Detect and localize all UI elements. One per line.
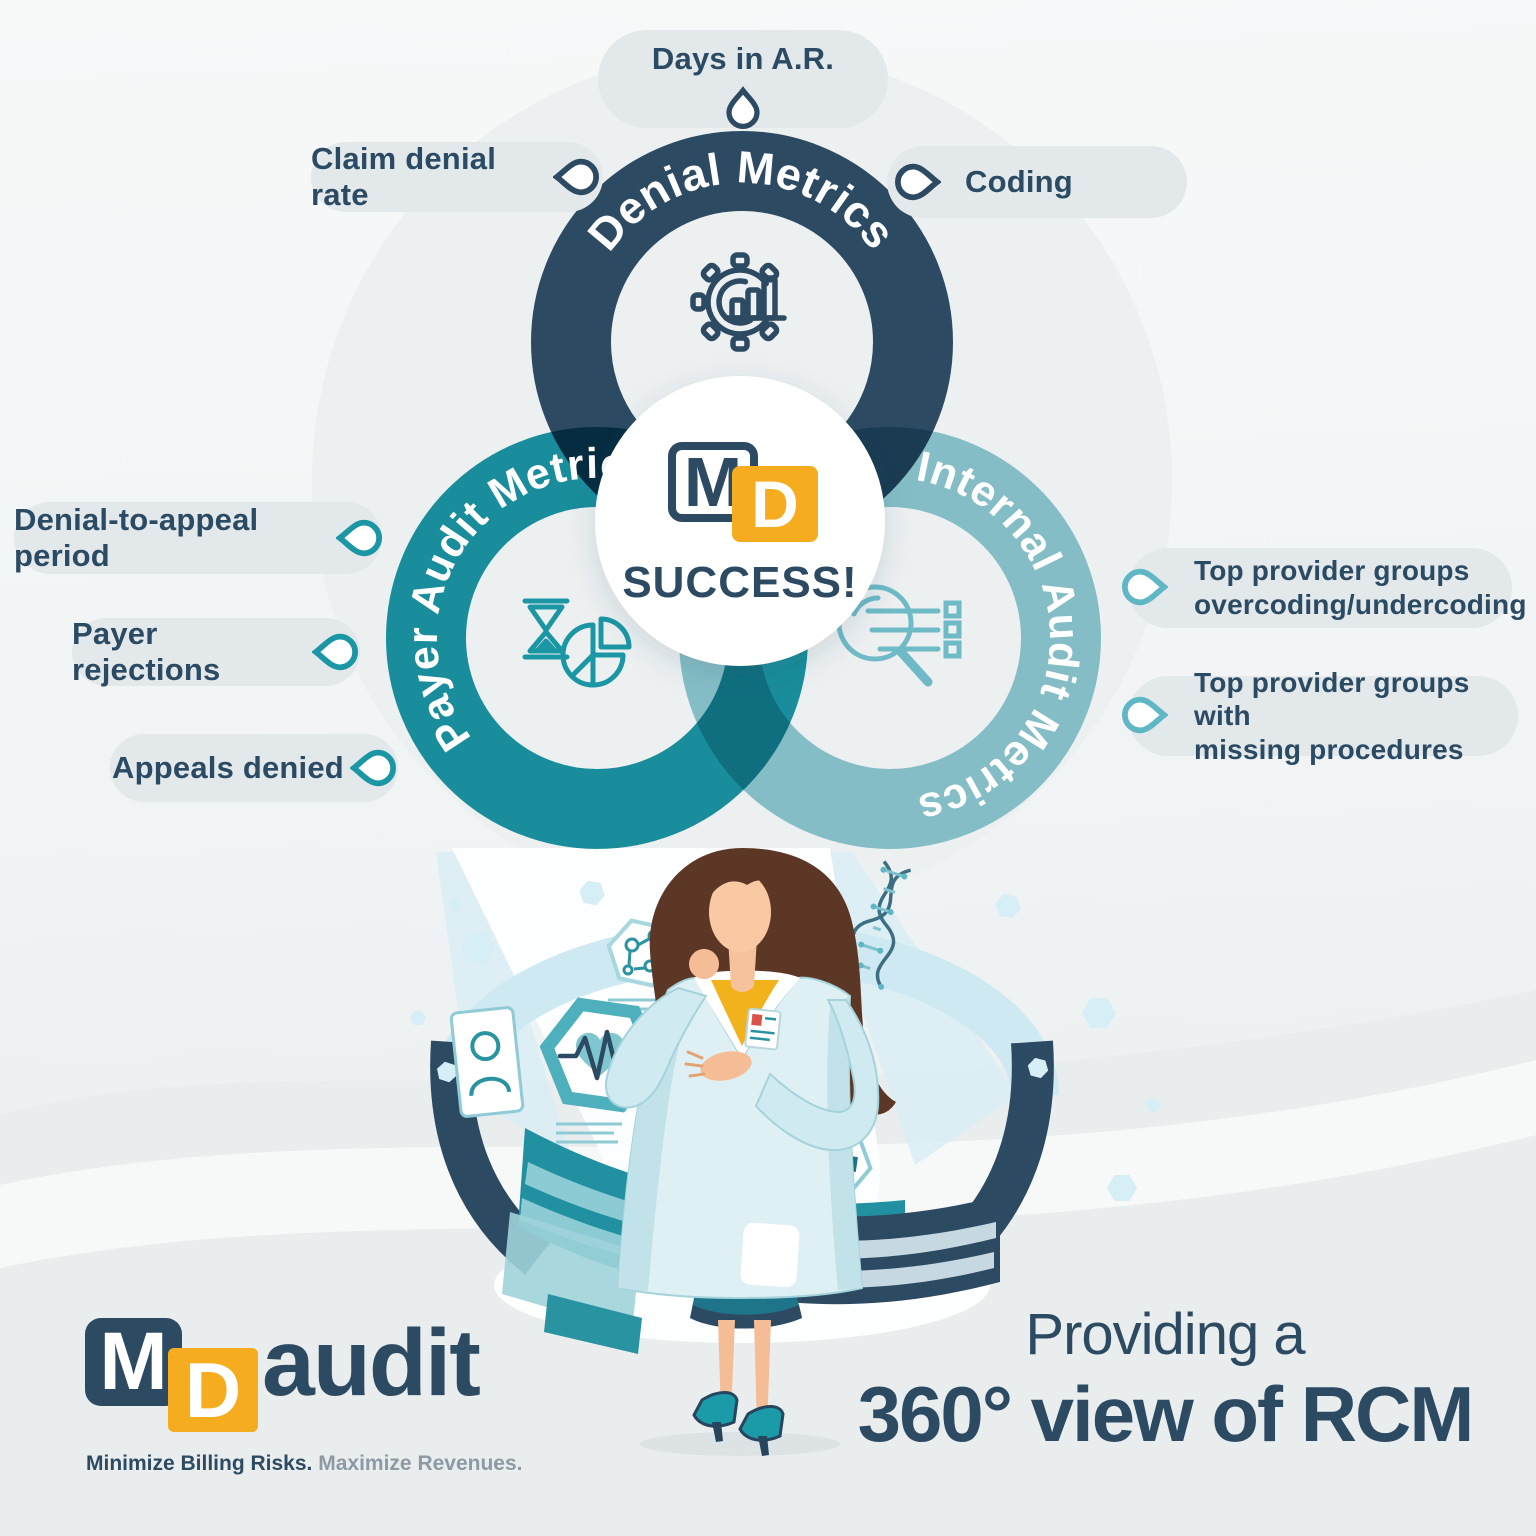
rcm-illustration bbox=[410, 848, 1161, 1456]
gear-bar-chart-icon bbox=[690, 252, 787, 352]
pill-top-missing-procedures-line1: Top provider groups with bbox=[1194, 666, 1470, 732]
shoe-left bbox=[692, 1391, 739, 1442]
pill-appeals-denied: Appeals denied bbox=[110, 734, 398, 802]
droplet-icon bbox=[1122, 692, 1168, 738]
patient-card-icon bbox=[449, 1006, 525, 1118]
footer-logo-suffix: audit bbox=[262, 1310, 481, 1416]
footer-logo-m-letter: M bbox=[99, 1316, 168, 1407]
tagline-bold: Minimize Billing Risks. bbox=[86, 1452, 313, 1475]
coat-pocket bbox=[740, 1222, 800, 1288]
tagline-light: Maximize Revenues. bbox=[318, 1452, 523, 1475]
shoe-right bbox=[738, 1405, 785, 1456]
footer-logo-m: M bbox=[85, 1316, 182, 1407]
dna-helix-icon bbox=[836, 860, 912, 990]
footer-logo-d: D bbox=[168, 1346, 258, 1434]
droplet-icon bbox=[553, 154, 599, 200]
pill-top-overcoding: Top provider groups overcoding/undercodi… bbox=[1122, 548, 1526, 628]
pill-denial-to-appeal-label: Denial-to-appeal period bbox=[14, 502, 259, 573]
hourglass-pie-chart-icon bbox=[522, 598, 632, 688]
figure-shadow bbox=[640, 1432, 840, 1456]
headline-line1: Providing a bbox=[1025, 1302, 1305, 1367]
pill-top-overcoding-line2: overcoding/undercoding bbox=[1194, 589, 1527, 620]
pill-denial-to-appeal: Denial-to-appeal period bbox=[14, 502, 382, 574]
pill-appeals-denied-label: Appeals denied bbox=[112, 750, 344, 785]
id-badge bbox=[744, 1007, 782, 1051]
magnifier-checklist-icon bbox=[836, 584, 962, 687]
droplet-icon bbox=[1122, 564, 1168, 610]
footer-logo-d-letter: D bbox=[184, 1345, 242, 1434]
center-logo-d: D bbox=[732, 466, 818, 542]
footer-headline: Providing a 360° view of RCM bbox=[815, 1300, 1515, 1459]
pill-days-in-ar-label: Days in A.R. bbox=[651, 41, 835, 76]
holo-panels-left bbox=[502, 1212, 642, 1354]
center-logo-d-letter: D bbox=[751, 467, 799, 541]
pill-claim-denial-rate-label: Claim denial rate bbox=[311, 141, 497, 212]
leg-right bbox=[754, 1320, 771, 1428]
leg-left bbox=[718, 1320, 735, 1414]
pill-top-missing-procedures: Top provider groups with missing procedu… bbox=[1122, 667, 1518, 765]
arm-raised bbox=[604, 986, 708, 1109]
pill-days-in-ar: Days in A.R. bbox=[598, 30, 888, 129]
droplet-icon bbox=[336, 515, 382, 561]
yellow-top bbox=[711, 980, 779, 1046]
face bbox=[709, 872, 771, 952]
pill-payer-rejections-label: Payer rejections bbox=[72, 616, 221, 687]
hand-on-waist bbox=[684, 1050, 752, 1081]
pill-claim-denial-rate: Claim denial rate bbox=[311, 141, 603, 212]
pill-coding: Coding bbox=[887, 146, 1187, 218]
pill-top-overcoding-line1: Top provider groups bbox=[1194, 555, 1470, 587]
hand-at-chin bbox=[689, 949, 719, 979]
droplet-icon bbox=[312, 629, 358, 675]
pill-coding-label: Coding bbox=[965, 164, 1073, 199]
coat-shade-left bbox=[618, 990, 692, 1291]
skirt-hem bbox=[690, 1305, 802, 1329]
droplet-icon bbox=[722, 84, 764, 132]
pill-top-missing-procedures-line2: missing procedures bbox=[1194, 733, 1464, 765]
success-message: SUCCESS! bbox=[622, 558, 858, 607]
headline-line2: 360° view of RCM bbox=[857, 1369, 1475, 1458]
droplet-icon bbox=[350, 745, 396, 791]
pill-payer-rejections: Payer rejections bbox=[72, 616, 360, 687]
droplet-icon bbox=[895, 159, 941, 205]
footer-tagline: Minimize Billing Risks. Maximize Revenue… bbox=[86, 1452, 523, 1476]
doctor-figure bbox=[604, 848, 896, 1456]
arm-across bbox=[754, 999, 880, 1152]
beam-right bbox=[808, 852, 1018, 1165]
hair-fringe bbox=[705, 854, 796, 904]
